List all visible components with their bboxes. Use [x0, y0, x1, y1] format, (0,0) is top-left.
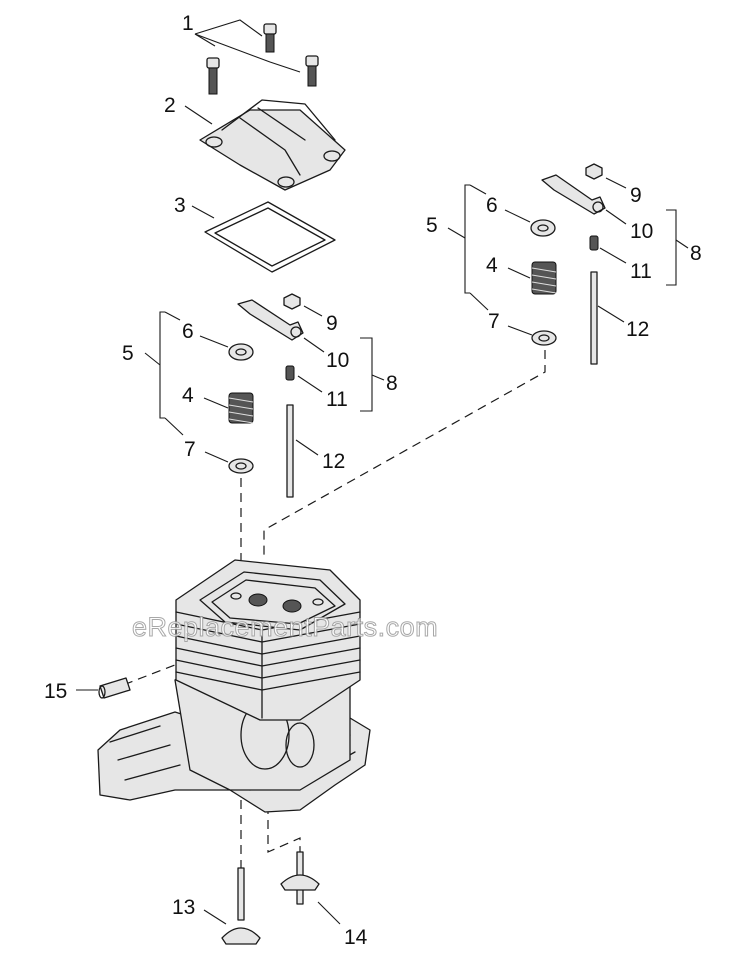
leader-1c	[194, 33, 301, 73]
leader-8-right	[675, 239, 689, 249]
callout-5-left: 5	[122, 342, 134, 365]
valve-part-13[interactable]	[221, 867, 261, 945]
leader-7-left	[204, 451, 229, 463]
leader-9-right	[605, 177, 627, 189]
washer-part-7-right[interactable]	[531, 330, 557, 346]
callout-12-right: 12	[626, 318, 649, 341]
leader-1a	[194, 19, 263, 37]
leader-5-left	[144, 352, 161, 366]
bracket-5-right	[464, 184, 470, 294]
watermark: eReplacementParts.com	[132, 612, 438, 642]
callout-10-right: 10	[630, 220, 653, 243]
callout-11-left: 11	[326, 388, 348, 411]
leader-6-right	[504, 209, 531, 223]
callout-7-left: 7	[184, 438, 196, 461]
callout-1: 1	[182, 12, 194, 35]
leader-4-left	[203, 397, 229, 409]
leader-5-right	[447, 227, 466, 239]
cylinder-block[interactable]	[97, 559, 371, 813]
leader-5top-left	[164, 311, 181, 321]
callout-8-left: 8	[386, 372, 398, 395]
gasket-part-3[interactable]	[204, 201, 336, 273]
callout-13: 13	[172, 896, 195, 919]
bracket-5-left	[159, 311, 165, 419]
callout-10-left: 10	[326, 349, 349, 372]
callout-4-left: 4	[182, 384, 194, 407]
callout-8-right: 8	[690, 242, 702, 265]
pushrod-part-12-left[interactable]	[286, 404, 294, 498]
leader-6-left	[199, 335, 229, 348]
retainer-part-6-left[interactable]	[228, 343, 254, 361]
washer-part-7-left[interactable]	[228, 458, 254, 474]
leader-11-right	[599, 247, 627, 264]
leader-13	[203, 909, 227, 925]
leader-12-right	[597, 305, 625, 323]
valve-part-14[interactable]	[280, 851, 320, 905]
callout-3: 3	[174, 194, 186, 217]
pushrod-part-12-right[interactable]	[590, 271, 598, 365]
callout-9-right: 9	[630, 184, 642, 207]
leader-11-left	[297, 375, 323, 393]
leader-9-left	[303, 305, 323, 317]
pin-part-15[interactable]	[98, 677, 131, 699]
rocker-arm-right[interactable]	[541, 174, 606, 215]
leader-14	[317, 901, 341, 925]
retainer-part-6-right[interactable]	[530, 219, 556, 237]
leader-2	[184, 105, 213, 125]
leader-5top-right	[469, 184, 487, 195]
spring-part-4-left[interactable]	[228, 392, 254, 424]
callout-7-right: 7	[488, 310, 500, 333]
bracket-8-left	[360, 337, 373, 412]
callout-6-right: 6	[486, 194, 498, 217]
lock-part-11-right[interactable]	[589, 235, 599, 251]
callout-11-right: 11	[630, 260, 652, 283]
callout-6-left: 6	[182, 320, 194, 343]
nut-part-9-left[interactable]	[283, 293, 301, 310]
nut-part-9-right[interactable]	[585, 163, 603, 180]
leader-10-left	[303, 337, 325, 353]
spring-part-4-right[interactable]	[531, 261, 557, 295]
callout-2: 2	[164, 94, 176, 117]
leader-7-right	[507, 325, 533, 336]
callout-14: 14	[344, 926, 368, 949]
rocker-arm-left[interactable]	[237, 299, 304, 341]
callout-12-left: 12	[322, 450, 345, 473]
leader-3	[191, 205, 215, 219]
leader-4-right	[507, 267, 531, 279]
callout-9-left: 9	[326, 312, 338, 335]
alignment-line-right	[263, 350, 546, 556]
alignment-line-valve-14	[267, 790, 301, 853]
leader-5bot-left	[164, 417, 184, 436]
leader-10-right	[605, 209, 627, 225]
callout-4-right: 4	[486, 254, 498, 277]
bracket-8-right	[666, 209, 677, 286]
leader-8-left	[371, 374, 385, 381]
bolt-part-1[interactable]	[206, 23, 319, 95]
callout-15: 15	[44, 680, 67, 703]
leader-1b	[194, 33, 216, 47]
leader-12-left	[295, 439, 319, 456]
leader-5bot-right	[469, 292, 489, 311]
valve-cover-part-2[interactable]	[199, 99, 346, 191]
lock-part-11-left[interactable]	[285, 365, 295, 381]
callout-5-right: 5	[426, 214, 438, 237]
